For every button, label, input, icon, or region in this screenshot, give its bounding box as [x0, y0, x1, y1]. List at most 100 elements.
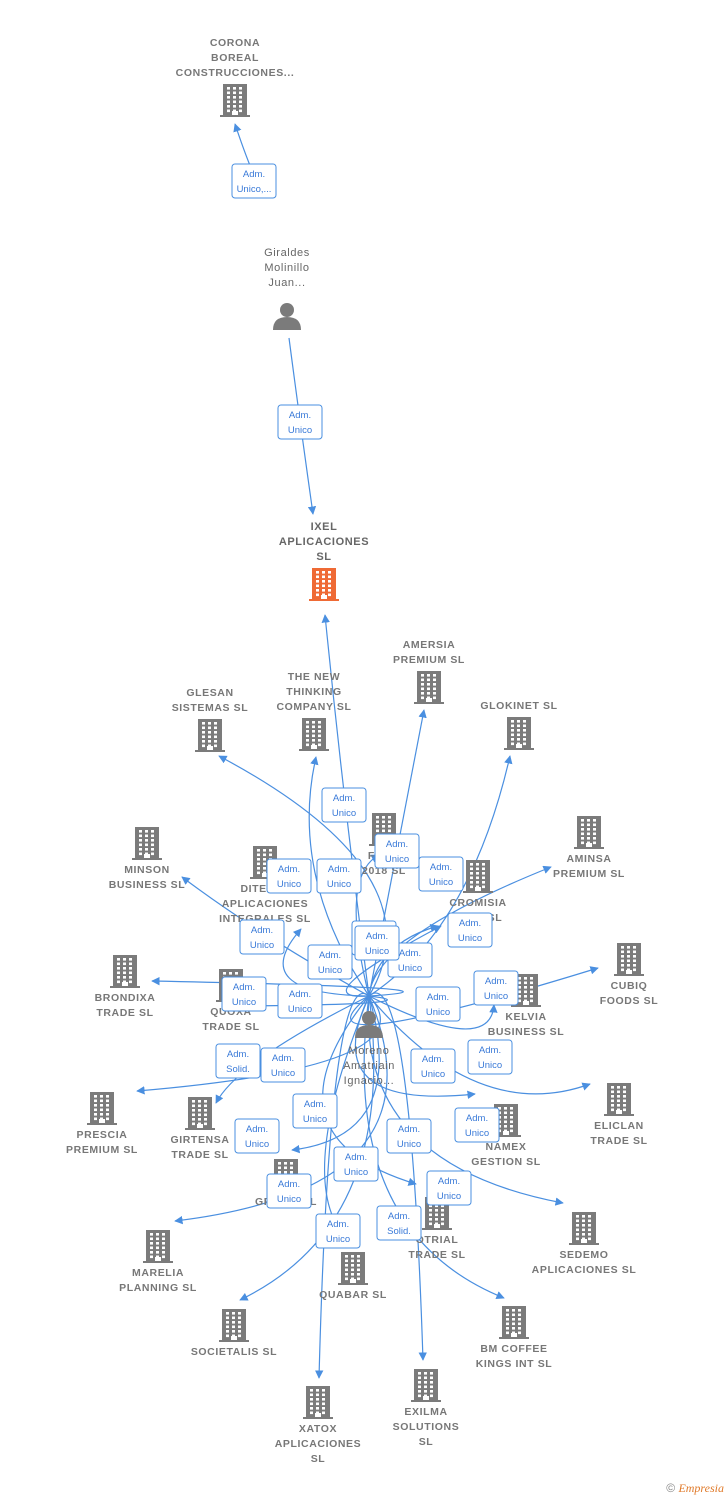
role-label: Adm. [459, 918, 481, 929]
role-badge[interactable]: Adm.Unico [473, 970, 519, 1006]
role-label: Adm. [272, 1053, 294, 1064]
svg-text:Adm.Unico: Adm.Unico [344, 1152, 368, 1178]
role-label: Adm. [388, 1211, 410, 1222]
role-label: Adm. [333, 793, 355, 804]
node-quabar[interactable]: QUABAR SL [319, 1252, 387, 1301]
svg-text:Adm.Unico: Adm.Unico [478, 1045, 502, 1071]
role-label: Solid. [387, 1226, 411, 1237]
role-badge[interactable]: Adm. Solid. [376, 1205, 422, 1241]
brand-logo[interactable]: Empresia [678, 1481, 724, 1495]
building-icon [338, 1252, 368, 1285]
building-icon [604, 1083, 634, 1116]
node-label-line: OTRIAL [416, 1234, 459, 1246]
node-societalis[interactable]: SOCIETALIS SL [191, 1309, 277, 1358]
node-label-line: Amatriain [343, 1060, 395, 1072]
node-label-line: Giraldes [264, 247, 310, 259]
building-icon [463, 860, 493, 893]
svg-text:Adm.Unico: Adm.Unico [318, 950, 342, 976]
role-badge[interactable]: Adm.Unico [239, 919, 285, 955]
svg-text:Adm.Unico: Adm.Unico [437, 1176, 461, 1202]
role-badge[interactable]: Adm.Unico [234, 1118, 280, 1154]
role-badge[interactable]: Adm.Unico [454, 1107, 500, 1143]
svg-text:Adm.Unico: Adm. Unico [458, 918, 482, 944]
svg-text:Adm.Unico: Adm.Unico [484, 976, 508, 1002]
role-label: Unico [250, 940, 274, 951]
role-badge[interactable]: Adm.Unico [277, 983, 323, 1019]
role-badge[interactable]: Adm.Unico [354, 925, 400, 961]
role-badge[interactable]: Adm.Unico [415, 986, 461, 1022]
role-badge[interactable]: Adm.Unico [307, 944, 353, 980]
role-badge[interactable]: Adm.Unico,... [231, 163, 277, 199]
node-label-line: CUBIQ [611, 980, 648, 992]
building-icon [504, 717, 534, 750]
node-label-line: Molinillo [264, 262, 309, 274]
role-badge[interactable]: Adm.Unico [266, 1173, 312, 1209]
role-badge[interactable]: Adm. Unico [447, 912, 493, 948]
role-badge[interactable]: Adm.Unico [260, 1047, 306, 1083]
role-badge[interactable]: Adm.Unico [386, 1118, 432, 1154]
building-icon [132, 827, 162, 860]
svg-text:Adm.Unico,...: Adm.Unico,... [237, 169, 272, 195]
svg-text:Adm.Unico: Adm.Unico [465, 1113, 489, 1139]
role-badge[interactable]: Adm.Unico [410, 1048, 456, 1084]
role-label: Unico [458, 933, 482, 944]
role-badge[interactable]: Adm.Unico [333, 1146, 379, 1182]
node-label-line: SEDEMO [559, 1249, 608, 1261]
role-label: Adm. [304, 1099, 326, 1110]
role-label: Adm. [278, 864, 300, 875]
role-label: Solid. [226, 1064, 250, 1075]
node-label-line: SOCIETALIS SL [191, 1346, 277, 1358]
role-badge[interactable]: Adm.Unico [277, 404, 323, 440]
role-badge[interactable]: Adm.Unico [467, 1039, 513, 1075]
role-badge[interactable]: Adm.Unico [316, 858, 362, 894]
role-badge[interactable]: Adm.Unico [374, 833, 420, 869]
svg-text:Adm.Unico: Adm.Unico [398, 948, 422, 974]
node-label-line: GESTION SL [471, 1156, 541, 1168]
role-badge[interactable]: Adm.Unico [426, 1170, 472, 1206]
node-label: SOCIETALIS SL [191, 1346, 277, 1358]
svg-text:Adm.Unico: Adm.Unico [397, 1124, 421, 1150]
role-badge[interactable]: Adm.Unico [221, 976, 267, 1012]
svg-text:Adm.Unico: Adm.Unico [288, 989, 312, 1015]
svg-text:Adm.Unico: Adm.Unico [327, 864, 351, 890]
node-label-line: Moreno [349, 1045, 390, 1057]
role-badge[interactable]: Adm.Unico [292, 1093, 338, 1129]
role-badge[interactable]: Adm.Unico [321, 787, 367, 823]
node-label-line: PRESCIA [77, 1129, 128, 1141]
role-badge[interactable]: Adm.Unico [418, 856, 464, 892]
role-badge[interactable]: Adm.Solid. [215, 1043, 261, 1079]
role-badge[interactable]: Adm.Unico [266, 858, 312, 894]
edge-moreno-to-bmcoffee [363, 995, 505, 1300]
edge-moreno-to-societalis [239, 995, 375, 1301]
role-label: Adm. [398, 1124, 420, 1135]
node-glokinet[interactable]: GLOKINET SL [480, 700, 557, 750]
role-badge[interactable]: Adm.Unico [315, 1213, 361, 1249]
